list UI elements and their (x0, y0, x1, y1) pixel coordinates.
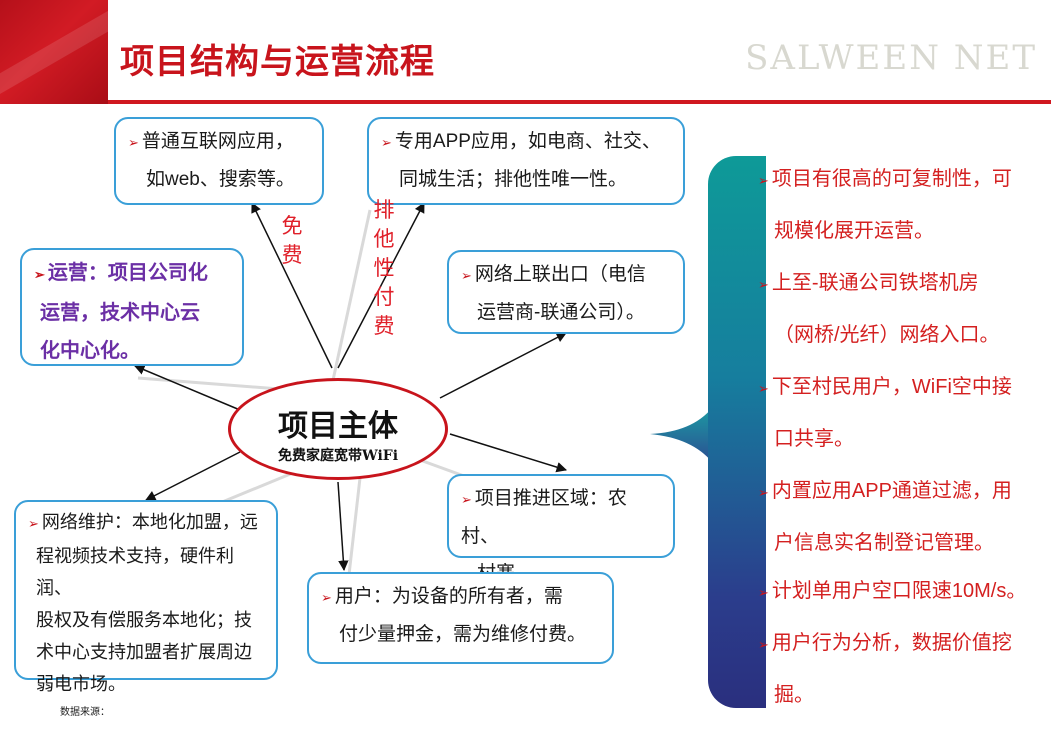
bullet-arrow-icon: ➢ (758, 277, 769, 292)
bullet-arrow-icon: ➢ (758, 381, 769, 396)
header-corner-decoration (0, 0, 108, 104)
bullet-arrow-icon: ➢ (758, 173, 769, 188)
header-band (0, 0, 1051, 104)
right-panel-line: ➢上至-联通公司铁塔机房 (758, 272, 979, 294)
center-subtitle: 免费家庭宽带WiFi (277, 448, 399, 464)
right-panel-line: 口共享。 (774, 428, 854, 450)
bullet-arrow-icon: ➢ (461, 268, 472, 283)
bullet-arrow-icon: ➢ (28, 516, 39, 531)
bullet-arrow-icon: ➢ (758, 485, 769, 500)
right-panel-line: 规模化展开运营。 (774, 220, 934, 242)
bullet-arrow-icon: ➢ (321, 590, 332, 605)
right-panel-line: ➢下至村民用户，WiFi空中接 (758, 376, 1012, 398)
bullet-arrow-icon: ➢ (461, 492, 472, 507)
node-region: ➢项目推进区域：农村、 村寨。 (447, 474, 675, 584)
right-panel-line: 户信息实名制登记管理。 (774, 532, 994, 554)
arrow-to-app (337, 202, 425, 369)
node-operation: ➢运营：项目公司化 运营，技术中心云 化中心化。 (20, 248, 244, 366)
node-user: ➢用户：为设备的所有者，需 付少量押金，需为维修付费。 (307, 572, 614, 664)
brace-bar (708, 156, 768, 708)
arrow-to-region (449, 433, 568, 473)
center-title: 项目主体 (278, 409, 398, 444)
header-divider (108, 100, 1051, 104)
bullet-arrow-icon: ➢ (128, 135, 139, 150)
page-title: 项目结构与运营流程 (120, 42, 435, 82)
node-uplink: ➢网络上联出口（电信 运营商-联通公司）。 (447, 250, 685, 334)
node-maintenance: ➢网络维护：本地化加盟，远 程视频技术支持，硬件利润、 股权及有偿服务本地化；技… (14, 500, 278, 694)
bullet-arrow-icon: ➢ (758, 585, 769, 600)
data-source-label: 数据来源： (60, 707, 110, 718)
node-internet-apps: ➢普通互联网应用， 如web、搜索等。 (114, 117, 324, 205)
right-panel-line: ➢计划单用户空口限速10M/s。 (758, 580, 1027, 602)
right-panel (766, 154, 1051, 714)
label-free: 免费 (281, 215, 303, 267)
bullet-arrow-icon: ➢ (34, 267, 45, 282)
arrow-to-internet (251, 202, 333, 369)
bullet-arrow-icon: ➢ (381, 135, 392, 150)
arrow-to-user (337, 481, 349, 572)
right-panel-line: ➢项目有很高的可复制性，可 (758, 168, 1012, 190)
arrow-to-operation (134, 364, 241, 411)
arrow-to-maintenance (145, 451, 241, 501)
brand-logo-text: SALWEEN NET (745, 38, 1037, 78)
right-panel-line: ➢用户行为分析，数据价值挖 (758, 632, 1012, 654)
bullet-arrow-icon: ➢ (758, 637, 769, 652)
right-panel-line: 掘。 (774, 684, 814, 706)
right-panel-line: （网桥/光纤）网络入口。 (774, 324, 1000, 346)
label-exclusive-paid: 排他性付费 (373, 199, 395, 338)
arrow-to-uplink (439, 332, 567, 399)
node-dedicated-app: ➢专用APP应用，如电商、社交、 同城生活；排他性唯一性。 (367, 117, 685, 205)
right-panel-line: ➢内置应用APP通道过滤，用 (758, 480, 1012, 502)
center-project-body: 项目主体 免费家庭宽带WiFi (228, 378, 448, 480)
